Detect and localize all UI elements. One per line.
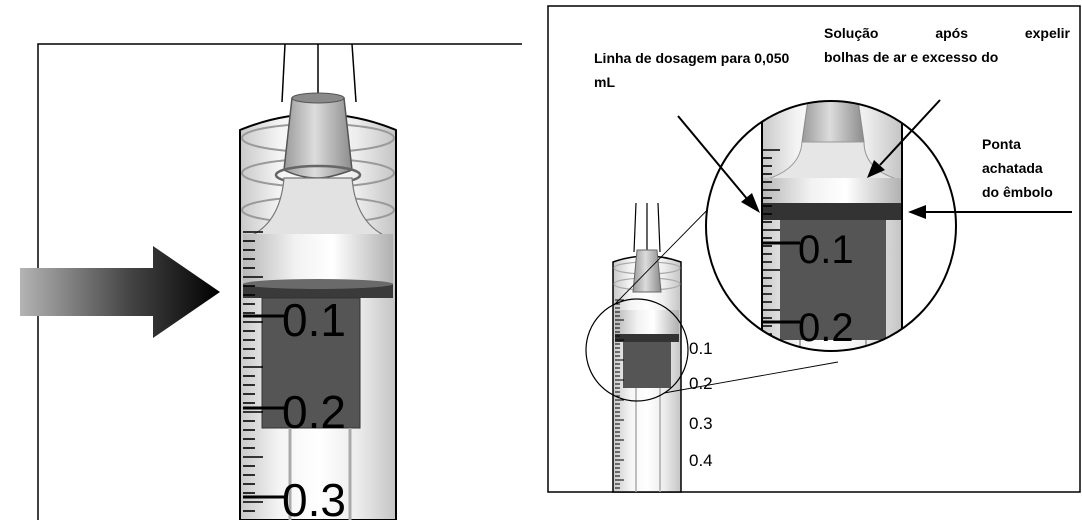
- solution-arrow-icon: [867, 160, 885, 178]
- left-scale-label: 0.2: [282, 386, 346, 438]
- solution-callout-line1: Solução após expelir: [824, 25, 1070, 41]
- left-plunger: [261, 297, 361, 429]
- detail-zoom-circle: [705, 100, 957, 352]
- left-scale-label: 0.1: [282, 294, 346, 346]
- zoom-scale-label: 0.1: [798, 228, 854, 272]
- zoom-scale-label: 0.2: [798, 306, 854, 350]
- left-scale-label: 0.3: [282, 474, 346, 520]
- left-panel-frame: [37, 43, 522, 520]
- plunger-tip-arrow-icon: [908, 205, 926, 219]
- left-panel: 0.1 0.2 0.3: [20, 43, 522, 520]
- solution-callout: Solução após expelir bolhas de ar e exce…: [824, 21, 1070, 69]
- small-scale-label: 0.2: [689, 374, 713, 393]
- right-panel: 0.1 0.2 0.3 0.4 0.1 0.2: [547, 5, 1081, 493]
- plunger-tip-callout-line1: Ponta: [982, 136, 1021, 152]
- plunger-tip-callout-line2: achatada: [982, 160, 1043, 176]
- plunger-tip-callout-line3: do êmbolo: [982, 184, 1053, 200]
- zoom-detail: 0.1 0.2: [706, 101, 956, 351]
- small-graduation-ticks: [615, 299, 624, 489]
- plunger-tip-callout: Ponta achatada do êmbolo: [982, 132, 1074, 212]
- dosing-line-arrow-icon: [741, 193, 760, 213]
- small-scale-label: 0.4: [689, 451, 713, 470]
- solution-callout-line2: bolhas de ar e excesso do: [824, 49, 999, 65]
- detail-source-circle: [585, 298, 689, 402]
- pointer-arrow-icon: [20, 246, 220, 338]
- dosing-line-callout: Linha de dosagem para 0,050 mL: [594, 50, 790, 90]
- small-scale-label: 0.1: [689, 339, 713, 358]
- left-graduation-ticks: [243, 231, 263, 520]
- small-scale-label: 0.3: [689, 414, 713, 433]
